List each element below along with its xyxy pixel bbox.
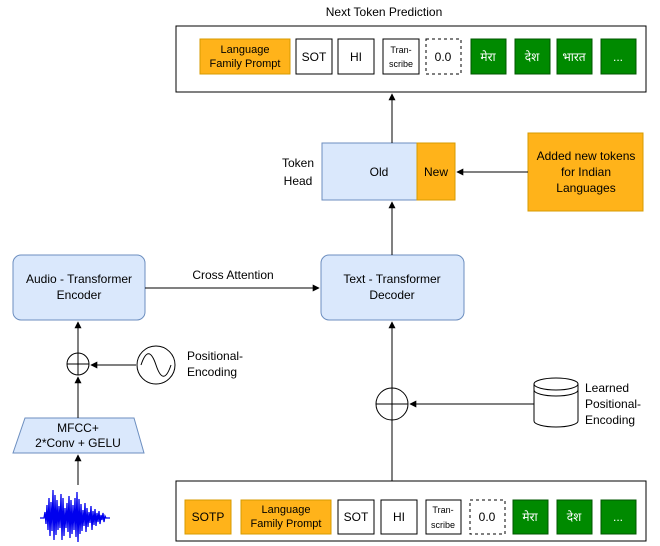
sine-wave-curve (140, 353, 172, 377)
input-token-timestamp-label: 0.0 (479, 510, 496, 524)
text-decoder-line1: Text - Transformer (343, 272, 440, 286)
output-token-language-family-prompt-line1: Language (221, 44, 270, 56)
input-token-timestamp (469, 499, 506, 535)
input-token-mera-label: मेरा (522, 510, 538, 524)
input-token-hi (380, 499, 418, 535)
text-decoder-line2: Decoder (369, 288, 414, 302)
output-token-desh (514, 38, 551, 75)
mfcc-line2: 2*Conv + GELU (35, 436, 121, 450)
output-token-sot-label: SOT (302, 50, 327, 64)
token-head-new (416, 142, 456, 201)
added-tokens-line2: for Indian (561, 165, 611, 179)
input-token-ellipsis (600, 499, 637, 535)
database-icon (533, 377, 579, 428)
token-head-label-line1: Token (282, 156, 314, 170)
audio-encoder-line1: Audio - Transformer (26, 272, 132, 286)
output-token-timestamp-label: 0.0 (435, 50, 452, 64)
positional-encoding-line1: Positional- (187, 349, 243, 363)
output-token-language-family-prompt-line2: Family Prompt (210, 58, 281, 70)
output-token-language-family-prompt (199, 38, 291, 75)
input-token-transcribe-line2: scribe (431, 520, 455, 530)
learned-positional-encoding-line3: Encoding (585, 413, 635, 427)
output-token-mera-label: मेरा (480, 50, 496, 64)
output-token-timestamp (425, 38, 462, 75)
output-token-bharat-label: भारत (562, 50, 586, 64)
input-token-sotp-label: SOTP (192, 510, 225, 524)
next-token-prediction-title: Next Token Prediction (326, 5, 443, 19)
cross-attention-label: Cross Attention (192, 268, 273, 282)
added-tokens-line3: Languages (556, 181, 615, 195)
input-token-transcribe (425, 499, 462, 535)
added-tokens-line1: Added new tokens (537, 149, 636, 163)
input-token-mera (512, 499, 549, 535)
input-token-hi-label: HI (393, 510, 405, 524)
input-token-sotp (184, 499, 232, 535)
input-token-sot-label: SOT (344, 510, 369, 524)
input-token-sot (337, 499, 375, 535)
input-token-desh-label: देश (567, 510, 582, 524)
token-head-new-label: New (424, 165, 448, 179)
input-token-transcribe-line1: Tran- (432, 505, 453, 515)
output-token-transcribe-line2: scribe (389, 59, 413, 69)
positional-encoding-line2: Encoding (187, 365, 237, 379)
learned-positional-encoding-line1: Learned (585, 381, 629, 395)
added-tokens-box (527, 132, 644, 212)
output-token-ellipsis-label: ... (613, 50, 623, 64)
token-head-label-line2: Head (284, 174, 313, 188)
audio-waveform-icon (40, 489, 110, 543)
output-token-desh-label: देश (525, 50, 540, 64)
input-token-language-family-prompt (240, 499, 332, 535)
learned-positional-encoding-line2: Positional- (585, 397, 641, 411)
input-token-language-family-prompt-line2: Family Prompt (251, 518, 322, 530)
output-token-ellipsis (600, 38, 637, 75)
input-token-ellipsis-label: ... (613, 510, 623, 524)
output-token-bharat (556, 38, 593, 75)
token-head-old-label: Old (370, 165, 389, 179)
mfcc-block (12, 417, 145, 454)
output-token-transcribe (382, 38, 420, 75)
input-token-language-family-prompt-line1: Language (262, 504, 311, 516)
output-token-hi (337, 38, 375, 75)
mfcc-line1: MFCC+ (57, 421, 99, 435)
output-token-hi-label: HI (350, 50, 362, 64)
audio-encoder-line2: Encoder (57, 288, 102, 302)
output-token-sot (295, 38, 333, 75)
input-token-desh (556, 499, 593, 535)
output-token-mera (470, 38, 507, 75)
output-token-transcribe-line1: Tran- (390, 45, 411, 55)
